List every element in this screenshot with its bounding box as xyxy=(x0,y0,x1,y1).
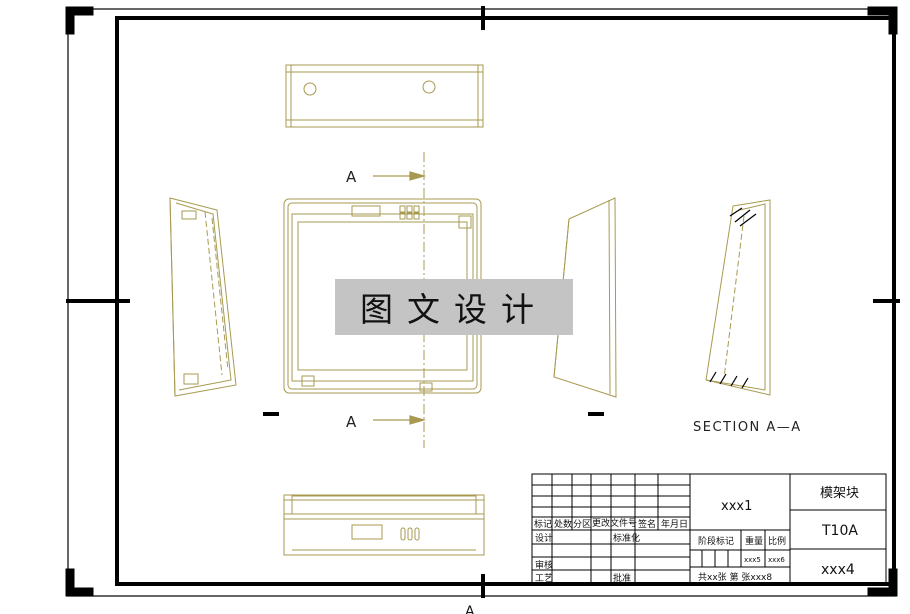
header-count: 处数 xyxy=(554,518,572,530)
header-change-doc: 更改文件号 xyxy=(592,517,637,529)
label-approve: 批准 xyxy=(613,572,631,584)
label-stage-mark: 阶段标记 xyxy=(698,535,734,547)
front-view xyxy=(283,198,482,394)
label-review: 审核 xyxy=(535,559,553,571)
section-view xyxy=(705,199,771,396)
section-title: SECTION A—A xyxy=(693,420,802,435)
header-mark: 标记 xyxy=(534,518,552,530)
drawing-number: xxx4 xyxy=(821,562,855,578)
section-arrows xyxy=(373,171,427,425)
title-block xyxy=(531,473,887,584)
header-sign: 签名 xyxy=(638,518,656,530)
corner-marks xyxy=(65,6,898,597)
bottom-view xyxy=(283,494,485,556)
watermark: 图文设计 xyxy=(335,279,573,335)
label-scale: 比例 xyxy=(768,535,786,547)
left-side-view xyxy=(169,197,237,397)
footer-partial: A xyxy=(465,604,475,614)
weight-value: xxx5 xyxy=(744,556,761,564)
header-zone: 分区 xyxy=(573,519,591,530)
header-date: 年月日 xyxy=(661,518,688,530)
center-marks xyxy=(66,6,900,598)
sheet-count: 共xx张 第 张xxx8 xyxy=(698,571,772,583)
cut-label-top: A xyxy=(346,168,357,186)
label-weight: 重量 xyxy=(745,535,763,547)
material-label: 模架块 xyxy=(820,486,859,501)
part-views xyxy=(169,64,771,556)
material: T10A xyxy=(821,523,858,539)
label-process: 工艺 xyxy=(535,573,553,584)
cut-label-bottom: A xyxy=(346,413,357,431)
section-hatch xyxy=(709,207,757,389)
drawing-name: xxx1 xyxy=(721,499,752,514)
label-standard: 标准化 xyxy=(613,532,640,544)
top-view xyxy=(285,64,484,128)
scale-value: xxx6 xyxy=(768,556,785,564)
label-design: 设计 xyxy=(535,532,553,544)
title-block-headers: 标记 处数 分区 更改文件号 签名 年月日 xyxy=(534,517,688,530)
